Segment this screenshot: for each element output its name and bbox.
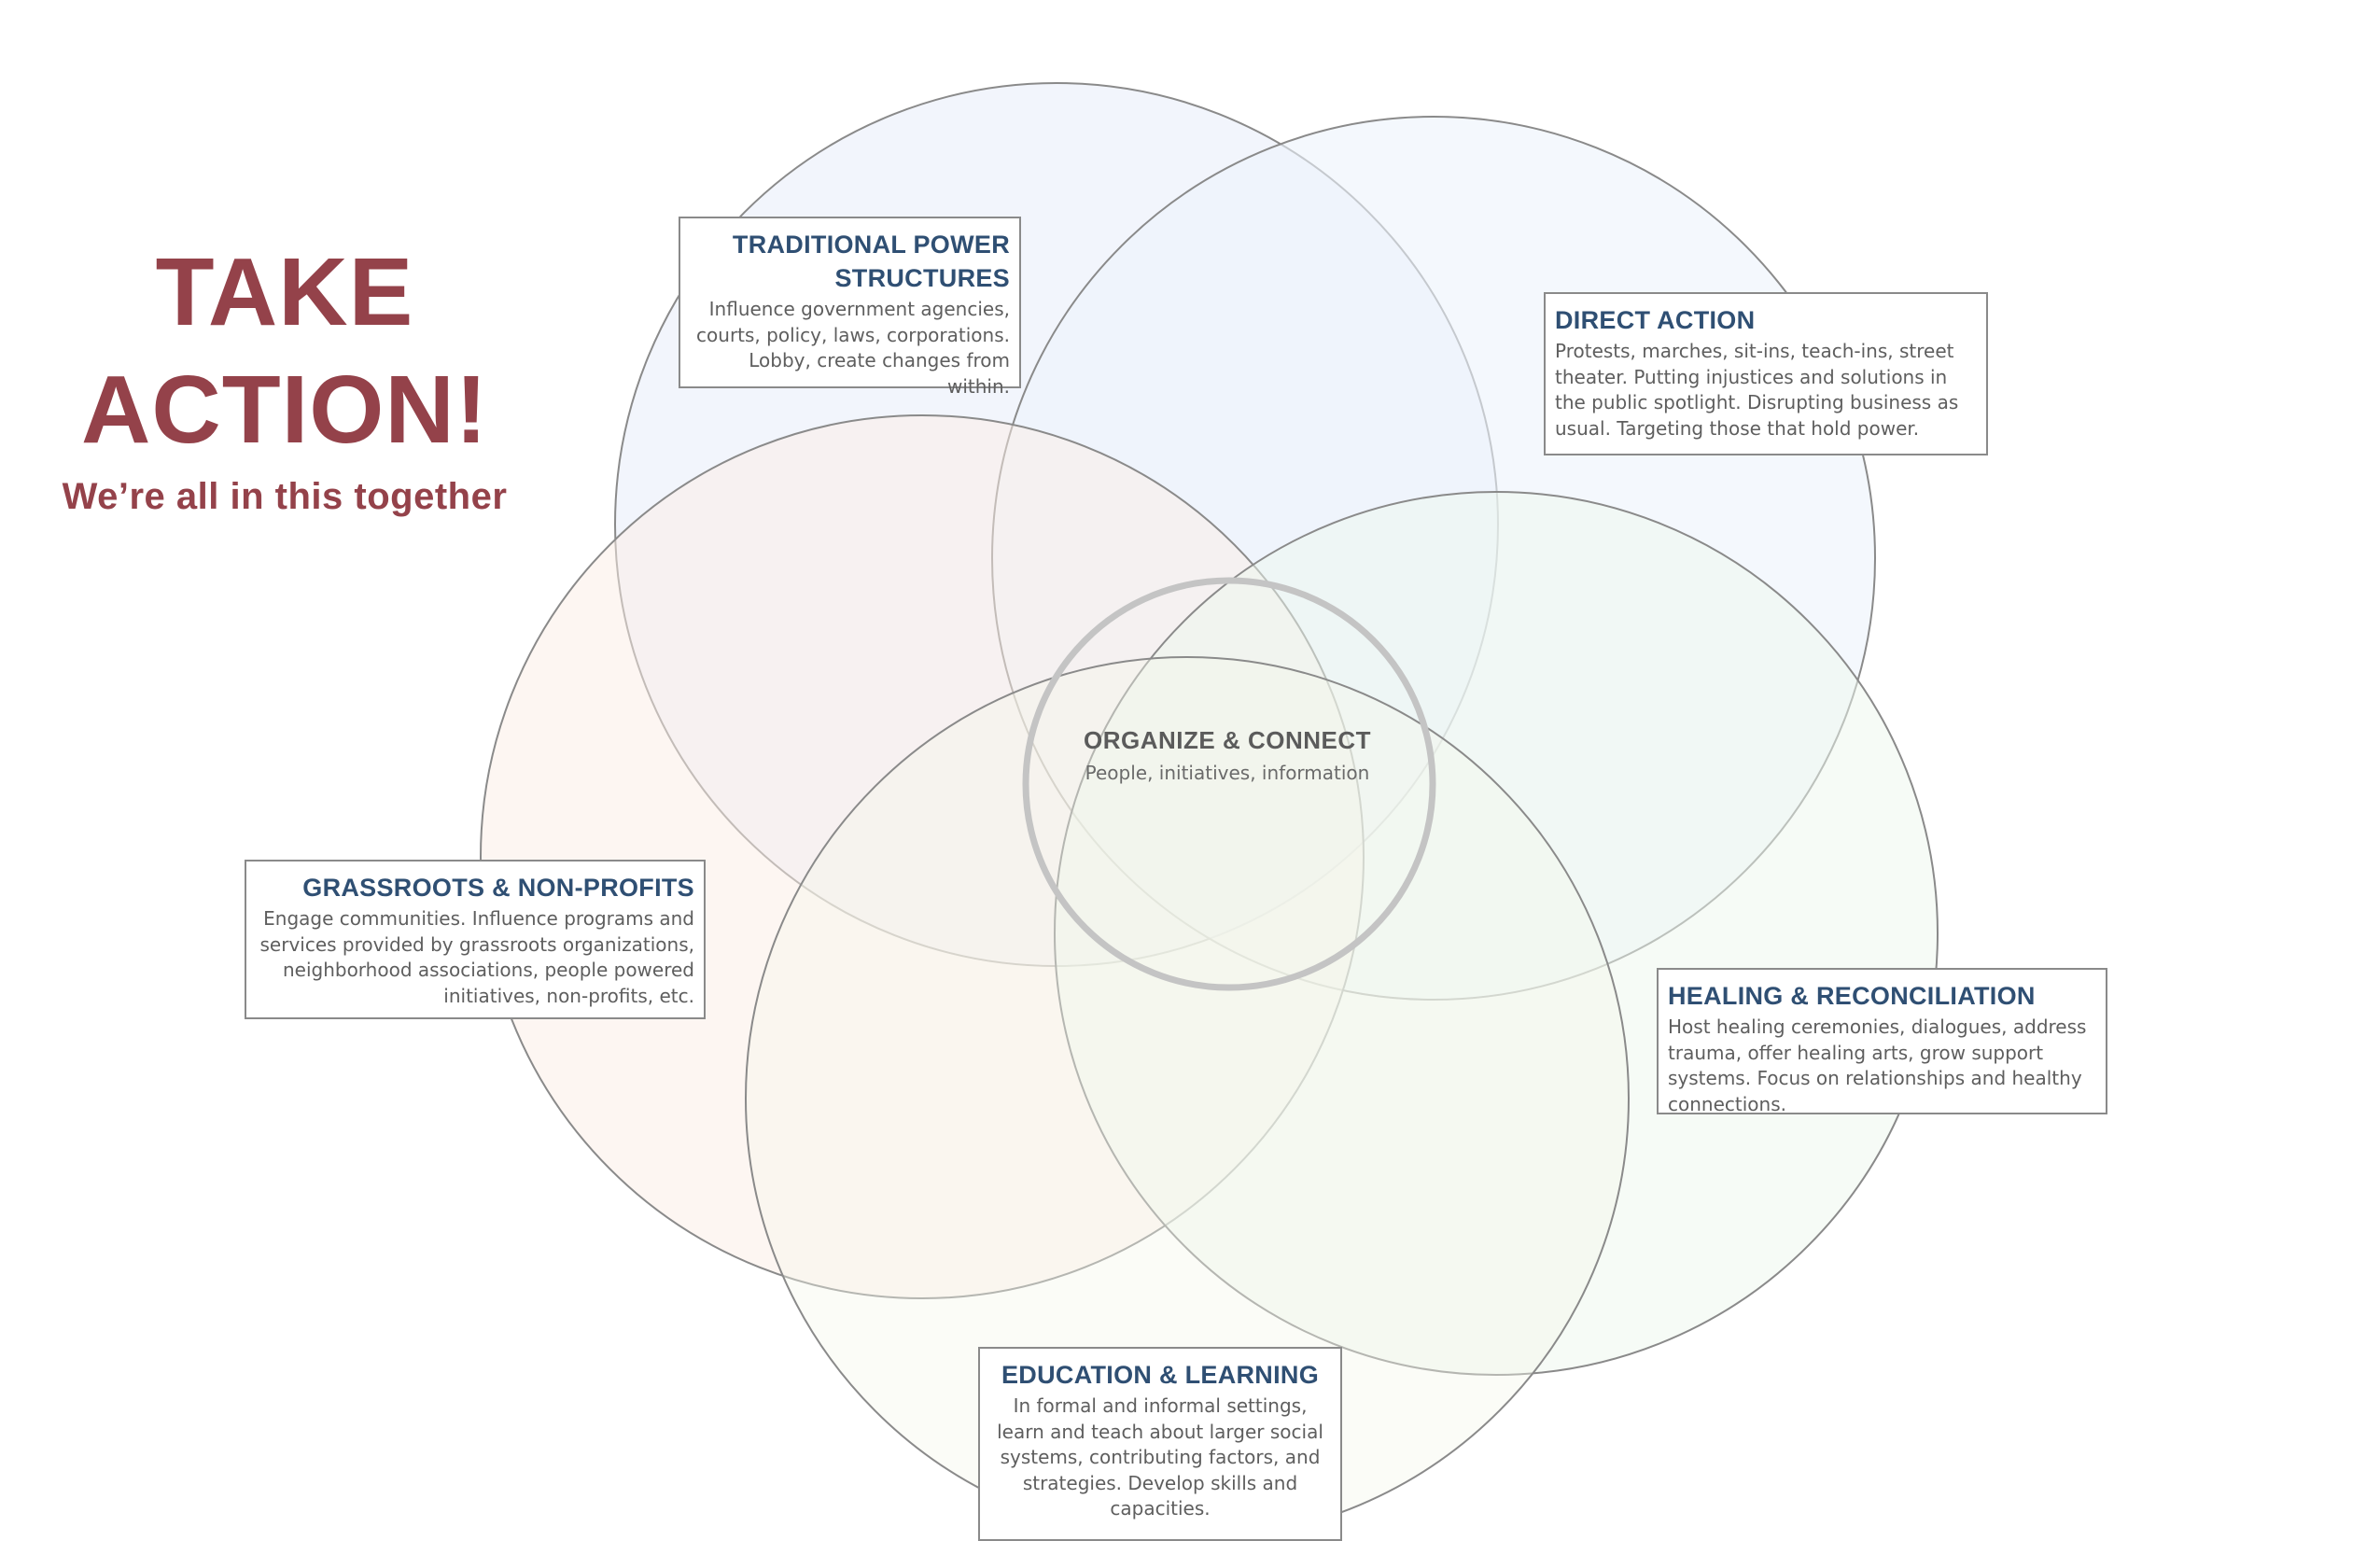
traditional-title: TRADITIONAL POWER STRUCTURES: [732, 231, 1010, 292]
box-grassroots-non-profits: GRASSROOTS & NON-PROFITS Engage communit…: [245, 860, 706, 1019]
headline-take: TAKE: [155, 238, 414, 345]
direct-title: DIRECT ACTION: [1555, 306, 1756, 334]
headline-action: ACTION!: [80, 356, 489, 463]
box-traditional-power-structures: TRADITIONAL POWER STRUCTURES Influence g…: [679, 217, 1021, 398]
center-title: ORGANIZE & CONNECT: [1084, 726, 1371, 754]
healing-description: Host healing ceremonies, dialogues, addr…: [1668, 1016, 2087, 1115]
box-healing-reconciliation: HEALING & RECONCILIATION Host healing ce…: [1657, 968, 2107, 1115]
box-education-learning: EDUCATION & LEARNING In formal and infor…: [978, 1347, 1342, 1541]
center-organize-connect: ORGANIZE & CONNECT People, initiatives, …: [1073, 723, 1381, 786]
box-direct-action: DIRECT ACTION Protests, marches, sit-ins…: [1544, 292, 1988, 455]
grassroots-description: Engage communities. Influence programs a…: [259, 907, 695, 1007]
education-title: EDUCATION & LEARNING: [1001, 1361, 1319, 1389]
traditional-description: Influence government agencies, courts, p…: [696, 298, 1010, 398]
education-description: In formal and informal settings, learn a…: [997, 1394, 1323, 1520]
headline: TAKE ACTION! We’re all in this together: [19, 233, 551, 518]
grassroots-title: GRASSROOTS & NON-PROFITS: [302, 874, 694, 902]
healing-title: HEALING & RECONCILIATION: [1668, 982, 2036, 1010]
direct-description: Protests, marches, sit-ins, teach-ins, s…: [1555, 340, 1959, 440]
tagline: We’re all in this together: [62, 476, 508, 517]
center-ring: [1022, 577, 1436, 991]
center-description: People, initiatives, information: [1085, 762, 1370, 784]
circle-healing: [1054, 491, 1939, 1376]
